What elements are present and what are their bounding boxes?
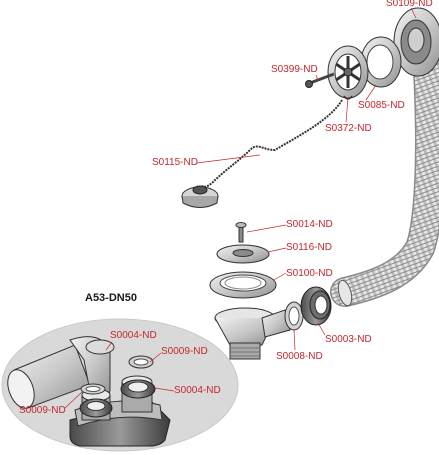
part-label-s0003: S0003-ND bbox=[325, 334, 372, 345]
part-label-s0100: S0100-ND bbox=[286, 268, 333, 279]
kit-title: A53-DN50 bbox=[85, 292, 137, 304]
part-label-s0116: S0116-ND bbox=[286, 242, 332, 253]
waste-body-part bbox=[214, 307, 291, 360]
part-label-s0004-right: S0004-ND bbox=[174, 385, 221, 396]
part-label-s0009-top: S0009-ND bbox=[161, 346, 208, 357]
waste-flange-part bbox=[209, 271, 277, 299]
corrugated-overflow-hose bbox=[330, 55, 439, 307]
part-label-s0008: S0008-ND bbox=[276, 351, 323, 362]
part-label-s0014: S0014-ND bbox=[286, 219, 333, 230]
part-label-s0109: S0109-ND bbox=[386, 0, 433, 9]
part-label-s0009-left: S0009-ND bbox=[19, 405, 66, 416]
seal-ring-part bbox=[284, 301, 304, 331]
leader-lines bbox=[64, 7, 417, 409]
part-label-s0399: S0399-ND bbox=[271, 64, 318, 75]
part-label-s0004-top: S0004-ND bbox=[110, 330, 157, 341]
chain-and-plug-part bbox=[181, 99, 343, 208]
siphon-kit-part bbox=[7, 336, 171, 447]
part-label-s0372: S0372-ND bbox=[325, 123, 372, 134]
waste-screw-part bbox=[235, 222, 247, 243]
part-label-s0085: S0085-ND bbox=[358, 100, 405, 111]
part-label-s0115: S0115-ND bbox=[152, 157, 198, 168]
overflow-wheel-part bbox=[327, 45, 369, 100]
waste-cover-part bbox=[216, 244, 270, 264]
connector-nut-part bbox=[300, 286, 332, 326]
overflow-screw-part bbox=[305, 72, 335, 88]
overflow-body-part bbox=[393, 7, 439, 77]
overflow-ring-part bbox=[360, 36, 402, 88]
